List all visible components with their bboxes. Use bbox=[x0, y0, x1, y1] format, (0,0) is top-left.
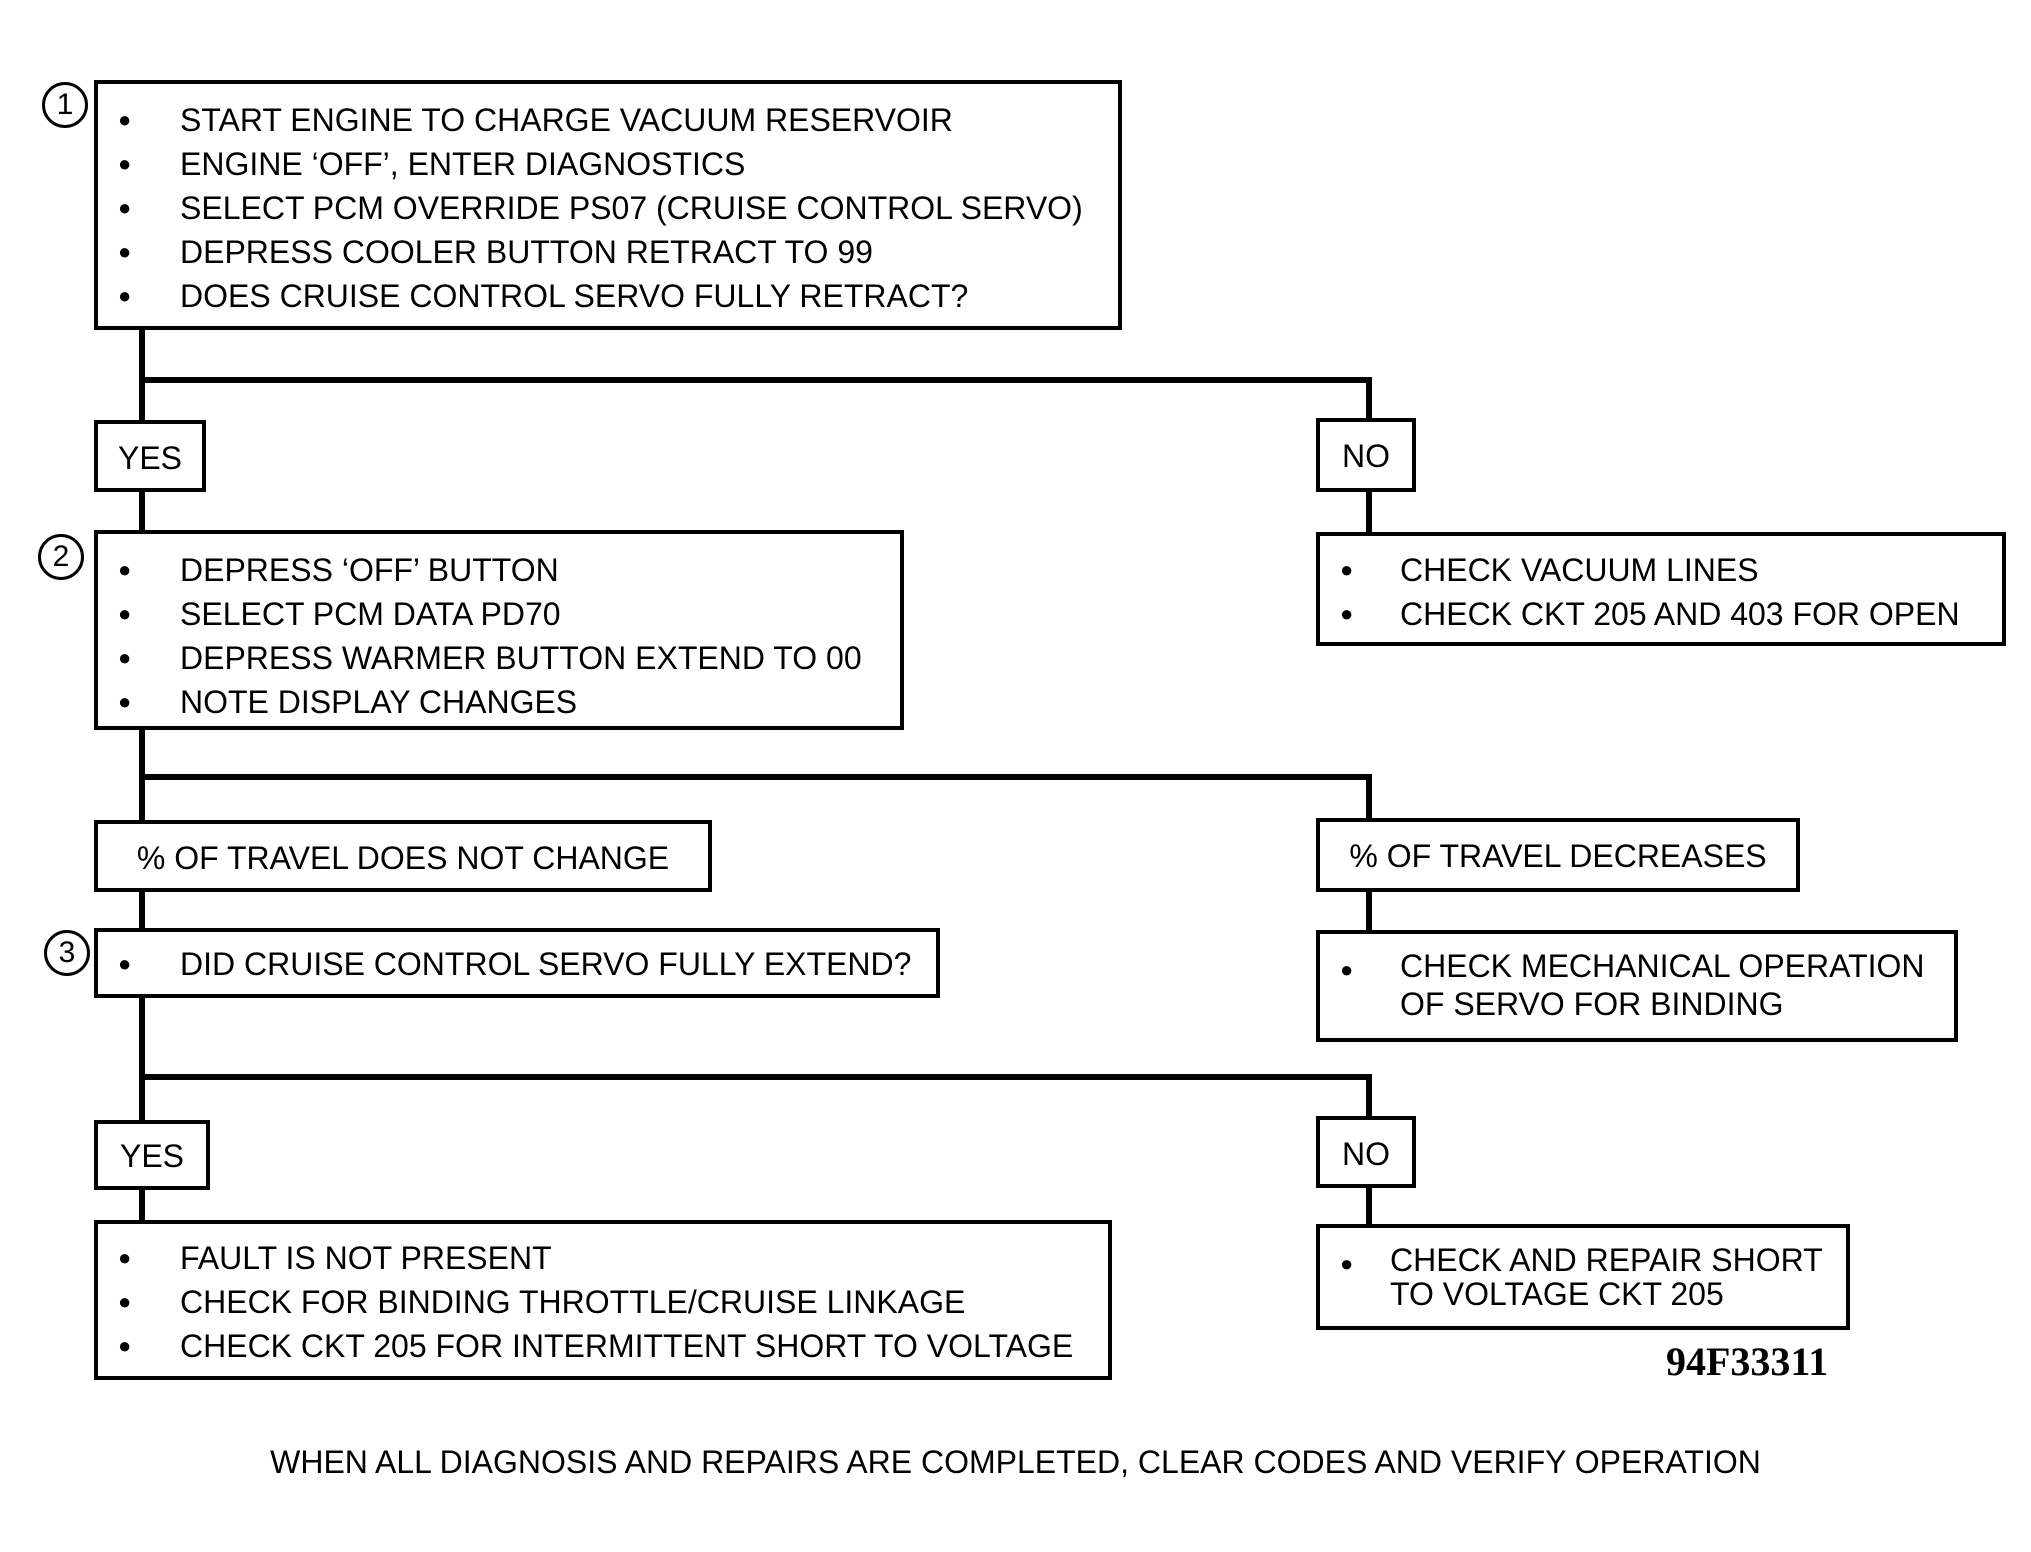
step-1-item: START ENGINE TO CHARGE VACUUM RESERVOIR bbox=[98, 98, 1118, 142]
connector-branch2-horizontal bbox=[139, 774, 1372, 780]
yes-label-box-1: YES bbox=[94, 420, 206, 492]
yes-actions-list-3: FAULT IS NOT PRESENT CHECK FOR BINDING T… bbox=[98, 1236, 1108, 1368]
no-action-item: CHECK VACUUM LINES bbox=[1320, 548, 2002, 592]
bullet-dot: ● bbox=[1340, 957, 1354, 982]
short-repair-action-line-1: CHECK AND REPAIR SHORT bbox=[1390, 1242, 1823, 1278]
step-1-item: SELECT PCM OVERRIDE PS07 (CRUISE CONTROL… bbox=[98, 186, 1118, 230]
yes-action-item: CHECK CKT 205 FOR INTERMITTENT SHORT TO … bbox=[98, 1324, 1108, 1368]
step-3-box: DID CRUISE CONTROL SERVO FULLY EXTEND? bbox=[94, 928, 940, 998]
no-action-item: CHECK CKT 205 AND 403 FOR OPEN bbox=[1320, 592, 2002, 636]
travel-no-change-label: % OF TRAVEL DOES NOT CHANGE bbox=[136, 840, 670, 876]
yes-action-item: CHECK FOR BINDING THROTTLE/CRUISE LINKAG… bbox=[98, 1280, 1108, 1324]
connector-nochange-to-step3 bbox=[139, 890, 145, 930]
step-2-item: DEPRESS ‘OFF’ BUTTON bbox=[98, 548, 900, 592]
short-repair-action-line-2: TO VOLTAGE CKT 205 bbox=[1390, 1276, 1724, 1312]
servo-binding-action-line-2: OF SERVO FOR BINDING bbox=[1400, 986, 1784, 1022]
step-2-item: DEPRESS WARMER BUTTON EXTEND TO 00 bbox=[98, 636, 900, 680]
step-3-item: DID CRUISE CONTROL SERVO FULLY EXTEND? bbox=[98, 942, 936, 986]
step-2-item: NOTE DISPLAY CHANGES bbox=[98, 680, 900, 724]
connector-step3-down bbox=[139, 996, 145, 1122]
connector-no1-to-actions bbox=[1366, 490, 1372, 534]
connector-branch3-horizontal bbox=[139, 1074, 1372, 1080]
yes-label-box-3: YES bbox=[94, 1120, 210, 1190]
footer-note: WHEN ALL DIAGNOSIS AND REPAIRS ARE COMPL… bbox=[270, 1444, 1761, 1480]
yes-label-3: YES bbox=[119, 1138, 185, 1174]
connector-no3-to-action bbox=[1366, 1186, 1372, 1226]
step-number-3: 3 bbox=[44, 930, 90, 976]
step-number-1: 1 bbox=[42, 82, 88, 128]
step-1-box: START ENGINE TO CHARGE VACUUM RESERVOIR … bbox=[94, 80, 1122, 330]
step-1-list: START ENGINE TO CHARGE VACUUM RESERVOIR … bbox=[98, 98, 1118, 318]
step-2-list: DEPRESS ‘OFF’ BUTTON SELECT PCM DATA PD7… bbox=[98, 548, 900, 724]
bullet-dot: ● bbox=[1340, 1251, 1354, 1276]
connector-yes3-to-actions bbox=[139, 1188, 145, 1224]
connector-decreases-to-action bbox=[1366, 890, 1372, 932]
no-label-box-3: NO bbox=[1316, 1116, 1416, 1188]
short-repair-action-box: ● CHECK AND REPAIR SHORT TO VOLTAGE CKT … bbox=[1316, 1224, 1850, 1330]
figure-id: 94F33311 bbox=[1666, 1339, 1829, 1384]
connector-branch1-horizontal bbox=[139, 377, 1372, 383]
no-actions-list-1: CHECK VACUUM LINES CHECK CKT 205 AND 403… bbox=[1320, 548, 2002, 636]
connector-branch2-right-down bbox=[1366, 774, 1372, 820]
step-1-item: DEPRESS COOLER BUTTON RETRACT TO 99 bbox=[98, 230, 1118, 274]
yes-action-item: FAULT IS NOT PRESENT bbox=[98, 1236, 1108, 1280]
yes-actions-box-3: FAULT IS NOT PRESENT CHECK FOR BINDING T… bbox=[94, 1220, 1112, 1380]
no-label-1: NO bbox=[1342, 438, 1390, 474]
step-3-list: DID CRUISE CONTROL SERVO FULLY EXTEND? bbox=[98, 942, 936, 986]
step-1-item: DOES CRUISE CONTROL SERVO FULLY RETRACT? bbox=[98, 274, 1118, 318]
step-1-item: ENGINE ‘OFF’, ENTER DIAGNOSTICS bbox=[98, 142, 1118, 186]
connector-step1-down bbox=[139, 330, 145, 420]
yes-label-1: YES bbox=[117, 440, 183, 476]
travel-no-change-box: % OF TRAVEL DOES NOT CHANGE bbox=[94, 820, 712, 892]
step-number-2: 2 bbox=[38, 534, 84, 580]
no-label-3: NO bbox=[1342, 1136, 1390, 1172]
no-actions-box-1: CHECK VACUUM LINES CHECK CKT 205 AND 403… bbox=[1316, 532, 2006, 646]
step-2-box: DEPRESS ‘OFF’ BUTTON SELECT PCM DATA PD7… bbox=[94, 530, 904, 730]
connector-branch3-no-down bbox=[1366, 1074, 1372, 1120]
connector-yes1-to-step2 bbox=[139, 490, 145, 532]
travel-decreases-box: % OF TRAVEL DECREASES bbox=[1316, 818, 1800, 892]
step-2-item: SELECT PCM DATA PD70 bbox=[98, 592, 900, 636]
no-label-box-1: NO bbox=[1316, 418, 1416, 492]
servo-binding-action-line-1: CHECK MECHANICAL OPERATION bbox=[1400, 948, 1925, 984]
servo-binding-action-box: ● CHECK MECHANICAL OPERATION OF SERVO FO… bbox=[1316, 930, 1958, 1042]
connector-branch1-no-down bbox=[1366, 377, 1372, 419]
travel-decreases-label: % OF TRAVEL DECREASES bbox=[1349, 838, 1767, 874]
